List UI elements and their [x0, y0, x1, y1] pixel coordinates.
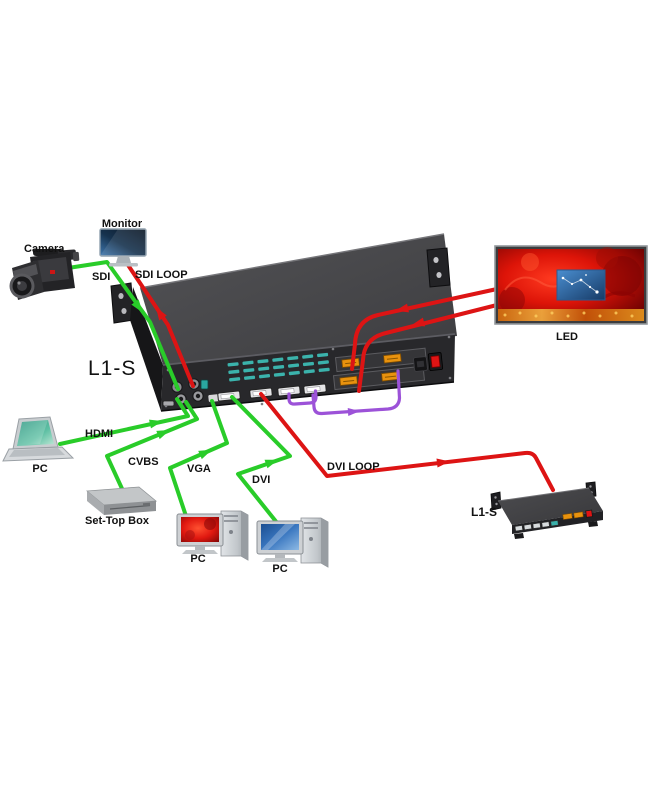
dvi-ports — [217, 383, 327, 402]
dvi-arrow-icon — [264, 459, 279, 469]
dvi-jumper-cable — [287, 389, 318, 406]
chassis-top-face — [140, 234, 457, 365]
sdi-label: SDI — [92, 271, 110, 283]
chassis-left-face — [130, 287, 163, 411]
hdmi-label: HDMI — [85, 428, 113, 440]
led-arrow-2-icon — [411, 317, 426, 327]
pc-dvi — [256, 517, 329, 568]
hdmi-cable — [58, 397, 190, 446]
settop-label: Set-Top Box — [85, 515, 150, 527]
camera-label: Camera — [24, 243, 65, 255]
processor-label: L1-S — [88, 357, 136, 380]
dvi-loop-label: DVI LOOP — [327, 461, 380, 473]
led-label: LED — [556, 331, 578, 343]
dvi-loop-arrow-icon — [436, 458, 450, 468]
sender-card-slots — [332, 347, 428, 391]
cascade-processor — [490, 481, 603, 539]
vga-cable — [168, 399, 229, 518]
hdmi-arrow-icon — [149, 419, 163, 429]
cascade-ports — [514, 520, 559, 532]
sdi-loop-label: SDI LOOP — [135, 269, 188, 281]
pc-vga — [176, 510, 249, 561]
vent-grille — [227, 352, 330, 382]
cvbs-arrow-icon — [156, 430, 171, 440]
cable-arrows — [131, 299, 450, 469]
rack-ear-right-icon — [426, 247, 451, 288]
led-arrow-1-icon — [395, 303, 409, 313]
led-cable-2 — [357, 303, 499, 393]
cvbs-label: CVBS — [128, 456, 159, 468]
cvbs-cable — [105, 400, 199, 495]
dvi-label: DVI — [252, 474, 270, 486]
internal-arrow-icon — [347, 408, 360, 416]
cascade-label: L1-S — [471, 505, 497, 519]
dvi-loop-cable — [259, 392, 555, 492]
power-inlet — [413, 356, 429, 372]
led-cable-1 — [350, 287, 499, 371]
sdi-loop-arrow-icon — [155, 307, 167, 321]
sdi-arrow-icon — [131, 299, 143, 313]
set-top-box — [85, 486, 158, 515]
hdmi-port — [162, 400, 175, 407]
power-switch — [427, 352, 444, 371]
sdi-loop-cable — [122, 257, 195, 388]
cascade-ear-left-icon — [490, 491, 502, 511]
led-display — [494, 245, 648, 325]
laptop-pc — [2, 416, 75, 462]
vga-arrow-icon — [198, 449, 212, 460]
main-processor — [110, 233, 457, 412]
pc-vga-label: PC — [190, 553, 205, 565]
monitor-label: Monitor — [102, 218, 143, 230]
usb-port — [200, 379, 209, 390]
camera — [9, 249, 80, 300]
cascade-power-switch — [585, 509, 593, 518]
dvi-cable — [230, 395, 292, 526]
sdi-cable — [66, 260, 180, 391]
led-inner-screen — [556, 269, 606, 301]
vga-label: VGA — [187, 463, 211, 475]
pc-dvi-label: PC — [272, 563, 287, 575]
laptop-label: PC — [32, 463, 47, 475]
monitor-device — [99, 228, 147, 267]
